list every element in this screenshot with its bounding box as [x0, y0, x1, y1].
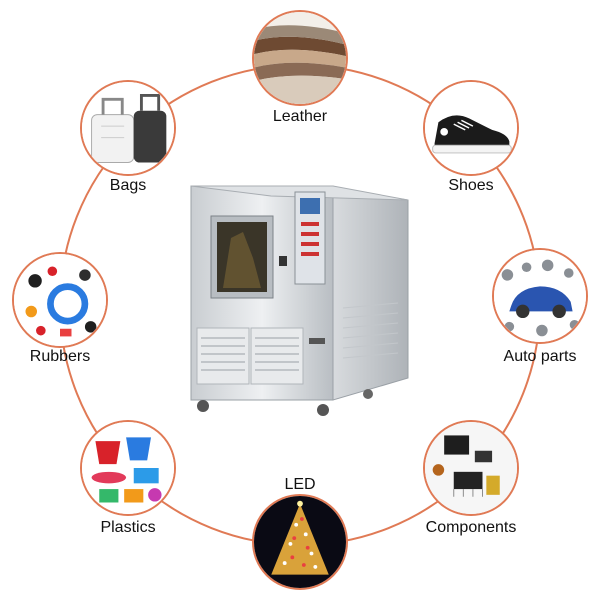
rubbers-node [12, 252, 108, 348]
led-node [252, 494, 348, 590]
led-label: LED [284, 476, 316, 493]
plastics-label: Plastics [100, 519, 156, 536]
shoes-node [423, 80, 519, 176]
shoes-label: Shoes [448, 177, 494, 194]
leather-label: Leather [272, 108, 328, 125]
luggage-icon [82, 82, 174, 174]
components-node [423, 420, 519, 516]
test-chamber-icon [190, 185, 409, 416]
components-label: Components [425, 519, 517, 536]
auto-parts-node [492, 248, 588, 344]
auto-parts-label: Auto parts [503, 348, 577, 365]
leather-icon [254, 12, 346, 104]
shoe-icon [425, 82, 517, 174]
leather-node [252, 10, 348, 106]
bags-node [80, 80, 176, 176]
rubbers-icon [14, 254, 106, 346]
car-parts-icon [494, 250, 586, 342]
plastics-icon [82, 422, 174, 514]
electronic-components-icon [425, 422, 517, 514]
bags-label: Bags [109, 177, 147, 194]
plastics-node [80, 420, 176, 516]
led-tree-icon [254, 496, 346, 588]
rubbers-label: Rubbers [29, 348, 91, 365]
